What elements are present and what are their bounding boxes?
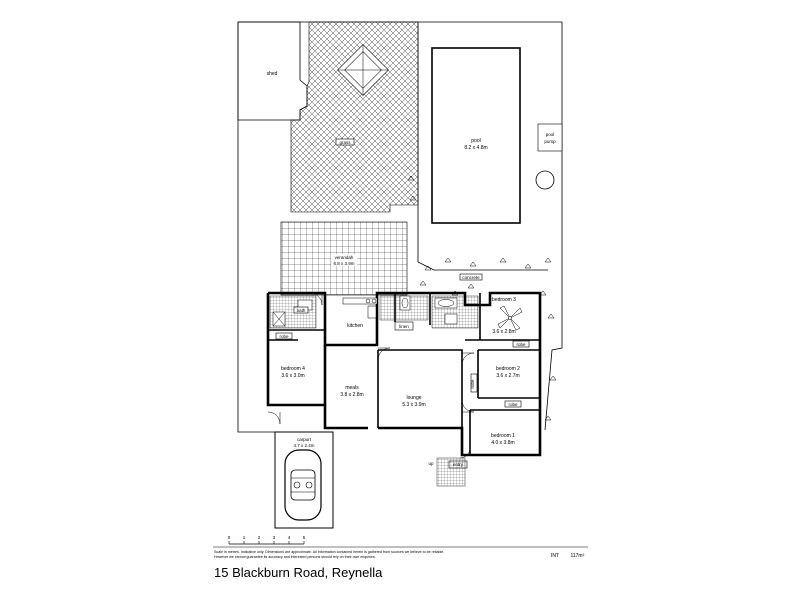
lounge: lounge 5.3 x 3.9m: [402, 395, 425, 408]
kitchen-label: kitchen: [347, 323, 363, 329]
pool-fence: [417, 22, 548, 271]
ceiling-fan-icon: [497, 305, 523, 331]
linen-label: linen: [399, 324, 409, 329]
bedroom-4: bedroom 4 3.6 x 3.0m: [281, 366, 305, 379]
pool: pool 8.2 x 4.8m: [431, 47, 521, 224]
up-label: up: [428, 461, 434, 466]
robe-bedroom-3: robe: [512, 340, 530, 348]
robe-label-3: robe: [508, 402, 518, 407]
bedroom-2: bedroom 2 3.6 x 2.7m: [496, 366, 520, 379]
scale-bar: 0 1 2 3 4 5: [228, 535, 306, 545]
robe-bedroom-2: robe: [470, 373, 478, 393]
concrete-texture: [407, 175, 557, 421]
scale-tick-label: 2: [258, 535, 261, 540]
pool-dims: 8.2 x 4.8m: [464, 145, 487, 151]
lounge-dims: 5.3 x 3.9m: [402, 402, 425, 408]
shed-label: shed: [267, 71, 278, 77]
internal-area: INT 117m²: [551, 553, 594, 559]
meals-dims: 3.8 x 2.8m: [340, 392, 363, 398]
bedroom-2-label: bedroom 2: [496, 366, 520, 372]
robe-label-2: robe: [516, 342, 526, 347]
carport-dims: 4.7 x 2.4m: [293, 443, 314, 448]
bedroom-2-dims: 3.6 x 2.7m: [496, 373, 519, 379]
robe-label-1: robe: [279, 334, 289, 339]
kitchen: kitchen: [347, 323, 363, 329]
fixtures: [272, 295, 458, 327]
scale-tick-label: 4: [288, 535, 291, 540]
pool-pump-label-2: pump: [544, 139, 556, 144]
area-value: 117m²: [570, 553, 585, 559]
verandah: verandah 6.8 x 3.9m: [280, 221, 408, 296]
bedroom-3: bedroom 3 3.6 x 2.8m: [492, 297, 516, 335]
pool-label: pool: [471, 138, 480, 144]
verandah-dims: 6.8 x 3.9m: [333, 261, 354, 266]
bedroom-4-dims: 3.6 x 3.0m: [281, 373, 304, 379]
car-icon: [284, 449, 322, 521]
grass-label: grass: [339, 140, 351, 145]
bath-label: bath: [297, 308, 306, 313]
scale-tick-label: 1: [243, 535, 246, 540]
bedroom-3-dims: 3.6 x 2.8m: [492, 329, 515, 335]
bath-tag: bath: [293, 306, 309, 314]
property-boundary: [237, 21, 563, 433]
robe-bedroom-4: robe: [275, 332, 293, 340]
entry-steps: [436, 457, 466, 487]
meals-label: meals: [345, 385, 359, 391]
robe-bedroom-1: robe: [504, 400, 522, 408]
carport-label: carport: [297, 437, 312, 442]
property-address: 15 Blackburn Road, Reynella: [214, 565, 383, 580]
robe-label-4: robe: [470, 379, 475, 389]
carport: carport 4.7 x 2.4m: [274, 431, 334, 529]
scale-tick-label: 5: [303, 535, 306, 540]
area-label: INT: [551, 553, 560, 559]
scale-tick-label: 3: [273, 535, 276, 540]
concrete-label: concrete: [462, 275, 480, 280]
bedroom-3-label: bedroom 3: [492, 297, 516, 303]
verandah-label: verandah: [335, 255, 354, 260]
pool-pump-label: pool: [546, 132, 555, 137]
scale-tick-label: 0: [228, 535, 231, 540]
shed: shed: [237, 21, 308, 121]
pool-pump: pool pump: [537, 123, 563, 152]
meals: meals 3.8 x 2.8m: [340, 385, 363, 398]
disclaimer-text: Scale in metres. Indicative only. Dimens…: [214, 550, 445, 559]
lounge-label: lounge: [406, 395, 421, 401]
bedroom-1-dims: 4.0 x 3.8m: [491, 440, 514, 446]
linen: linen: [394, 321, 414, 331]
bedroom-1-label: bedroom 1: [491, 433, 515, 439]
bedroom-4-label: bedroom 4: [281, 366, 305, 372]
bedroom-1: bedroom 1 4.0 x 3.8m: [491, 433, 515, 446]
pergola-icon: [337, 44, 389, 96]
tree-icon: [535, 170, 555, 190]
grass-area: grass: [290, 21, 419, 213]
